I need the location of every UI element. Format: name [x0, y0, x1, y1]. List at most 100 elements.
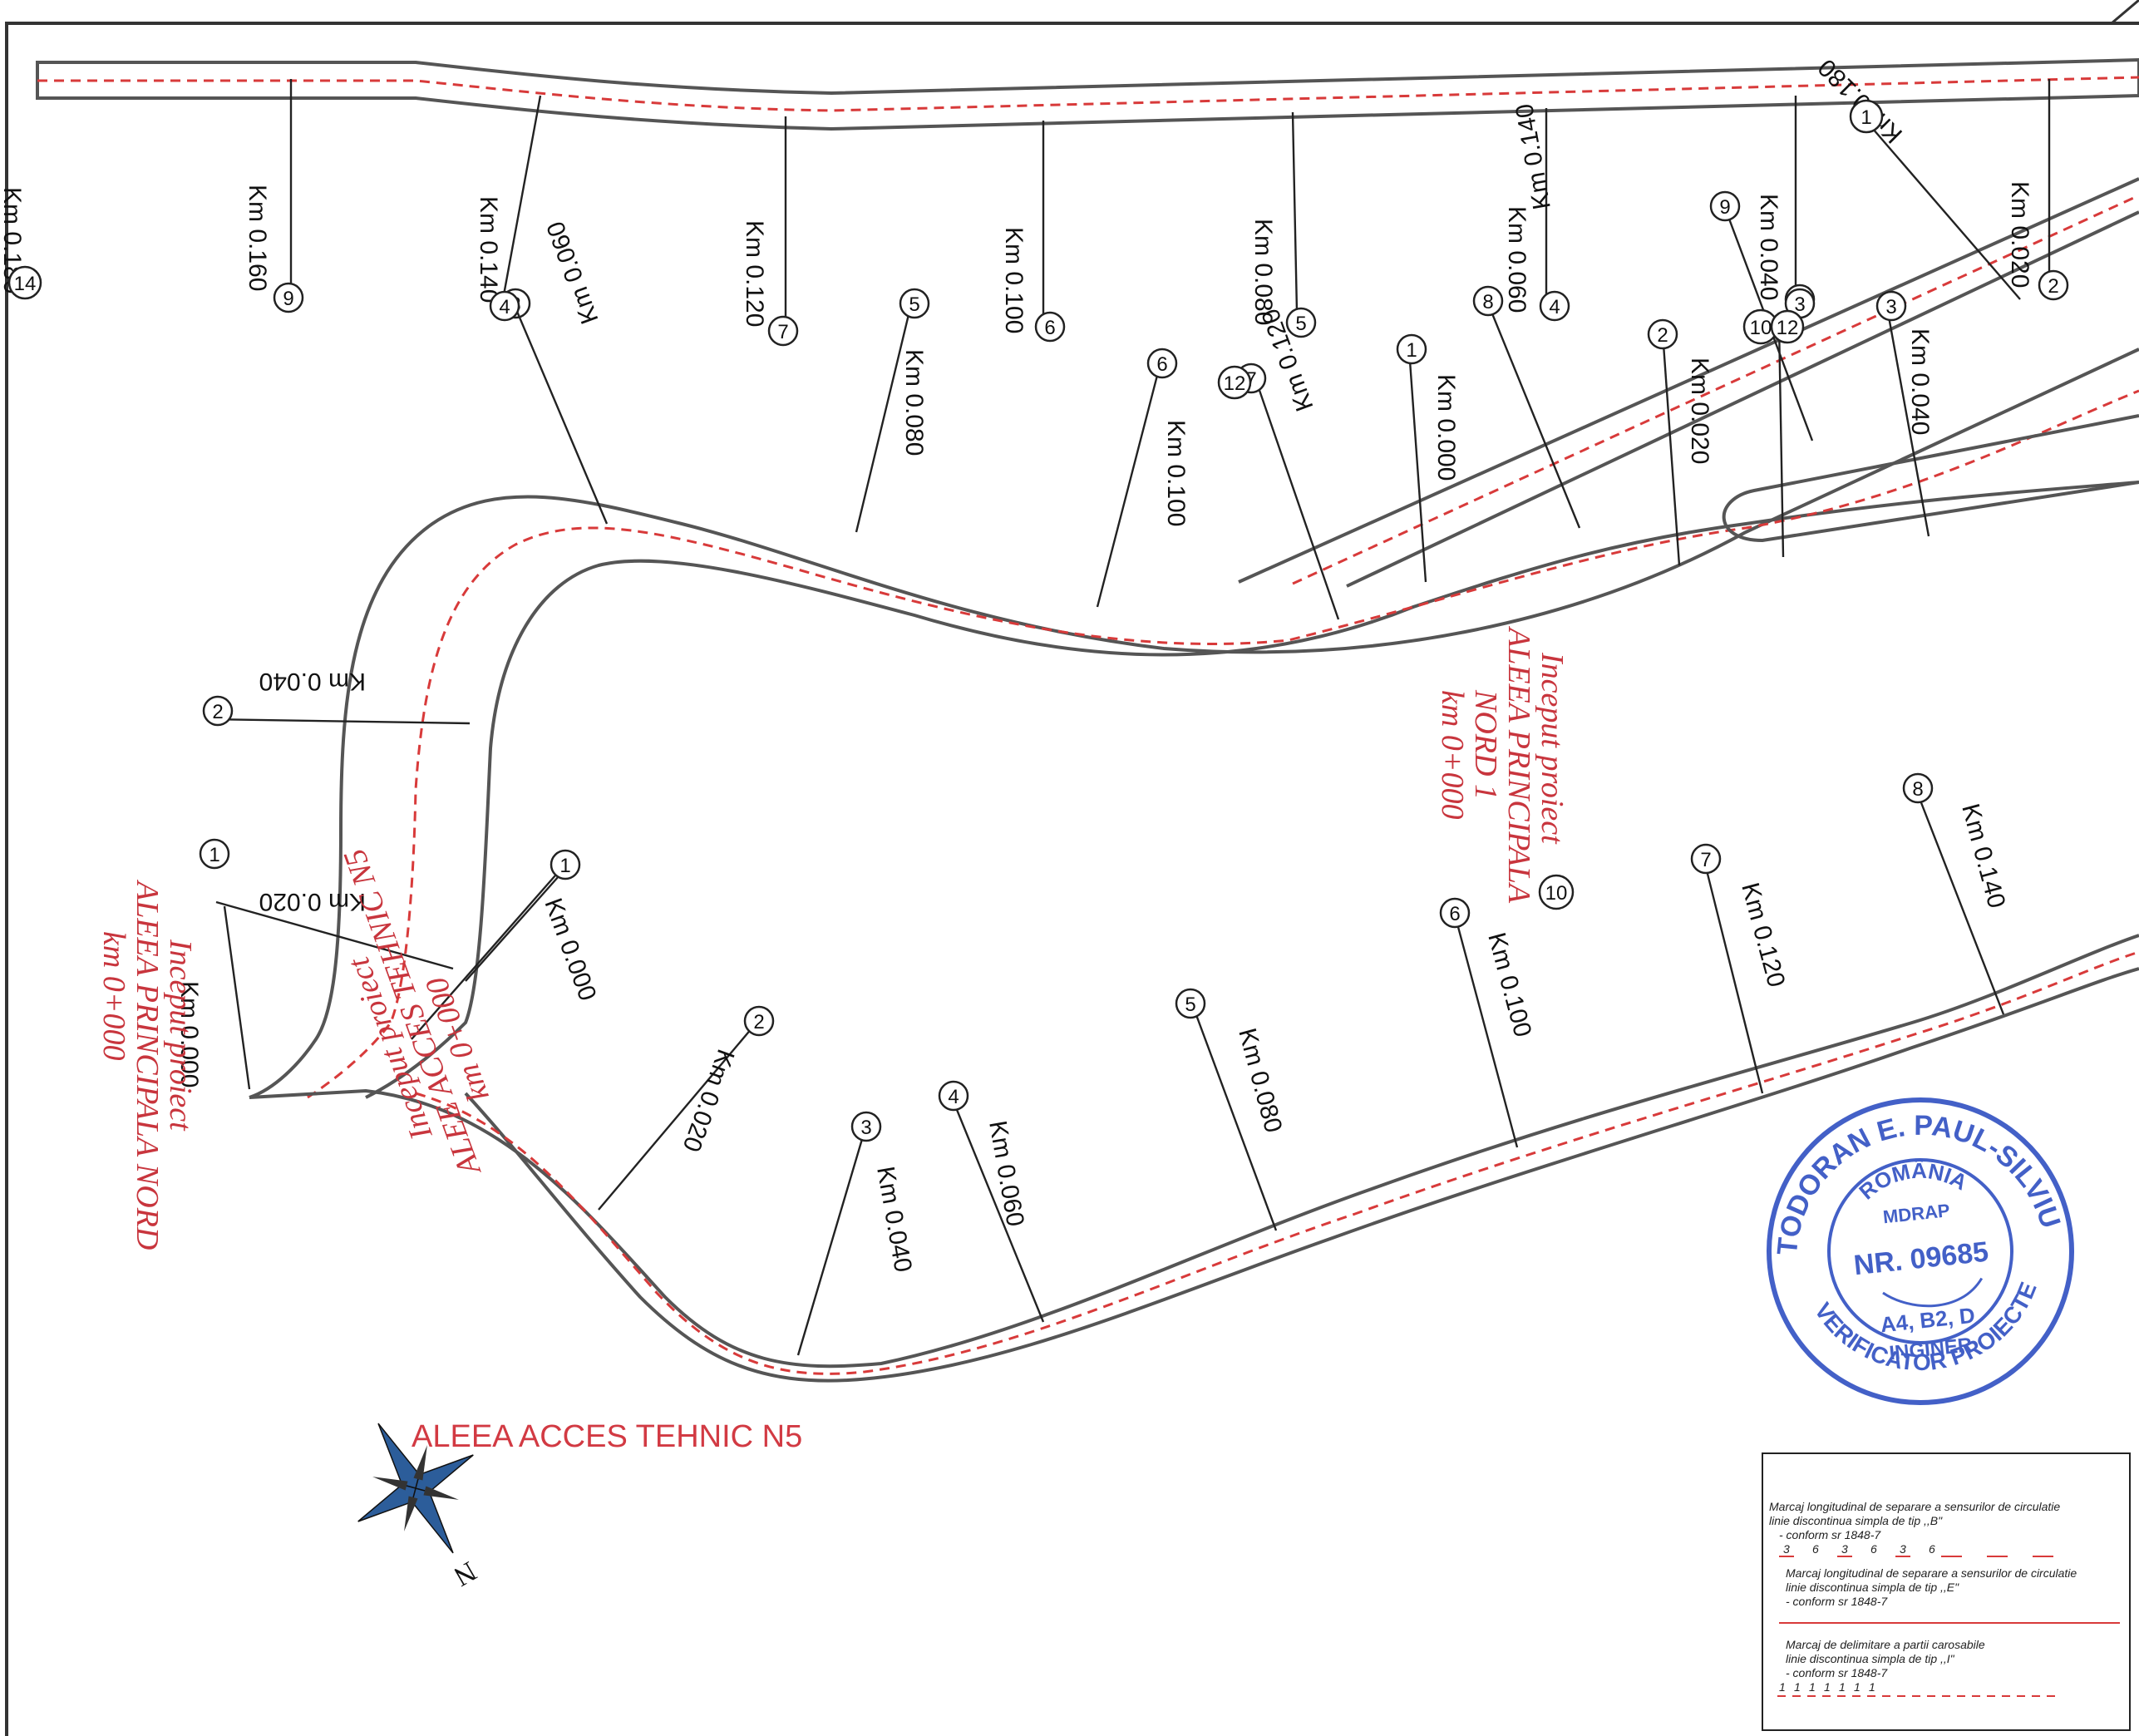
svg-text:4: 4 [948, 1086, 959, 1108]
svg-text:1: 1 [1869, 1680, 1875, 1694]
nord1-stations: Km 0.060 Km 0.080 Km 0.100 Km 0.120 Km 0… [175, 101, 1934, 1090]
svg-text:12: 12 [1224, 372, 1246, 395]
station-number: 6 [1034, 311, 1066, 343]
svg-text:2: 2 [1657, 324, 1668, 347]
km-label: Km 0.140 [1956, 801, 2010, 911]
station-number: 1 [550, 849, 581, 880]
station-number: 4 [938, 1080, 969, 1112]
km-label: Km 0.100 [1482, 930, 1536, 1040]
station-number: 7 [1690, 843, 1722, 875]
svg-text:2: 2 [753, 1011, 764, 1033]
svg-text:km 0+000: km 0+000 [96, 931, 131, 1060]
km-label: Km 0.000 [539, 895, 601, 1004]
km-label: Km 0.020 [1686, 358, 1713, 464]
svg-text:NR. 09685: NR. 09685 [1852, 1236, 1990, 1282]
station-number: 9 [273, 282, 304, 313]
svg-text:3: 3 [1794, 293, 1805, 316]
station-number: 10 [1742, 308, 1779, 345]
km-label: Km 0.040 [1906, 328, 1934, 435]
svg-text:1: 1 [1854, 1680, 1861, 1694]
legend-item-1-ref: - conform sr 1848-7 [1779, 1528, 1881, 1541]
svg-text:1: 1 [209, 844, 219, 866]
station-number: 1 [199, 838, 230, 870]
top-road-stations: Km 0.160 Km 0.140 Km 0.120 Km 0.100 Km 0… [244, 53, 2069, 347]
station-number: 8 [1902, 772, 1934, 804]
station-number: 2 [2038, 269, 2069, 301]
svg-text:1: 1 [1406, 339, 1417, 362]
svg-text:Inceput proiect: Inceput proiect [163, 939, 198, 1132]
svg-text:km 0+000: km 0+000 [1435, 690, 1470, 819]
svg-text:NORD 1: NORD 1 [1468, 689, 1503, 800]
north-letter: N [448, 1555, 481, 1591]
km-label: Km 0.080 [1233, 1025, 1287, 1136]
ramp-hook [1722, 414, 2139, 543]
station-number: 5 [1285, 307, 1317, 338]
svg-text:4: 4 [1549, 296, 1560, 318]
legend-item-1: Marcaj longitudinal de separare a sensur… [1769, 1500, 2060, 1513]
km-label: Km 0.020 [2006, 181, 2033, 288]
svg-text:1: 1 [1779, 1680, 1786, 1694]
station-number: 12 [1217, 365, 1252, 400]
svg-text:2: 2 [2048, 275, 2058, 298]
km-label: Km 0.120 [741, 220, 768, 327]
svg-text:6: 6 [1812, 1542, 1819, 1556]
station-number: 2 [743, 1005, 775, 1037]
km-label: Km 0.120 [1736, 880, 1790, 990]
km-label: Km 0.100 [1162, 420, 1190, 526]
km-label: Km 0.060 [1503, 206, 1530, 313]
legend-item-1-line: linie discontinua simpla de tip ,,B" [1769, 1514, 1943, 1527]
svg-text:3: 3 [1841, 1542, 1848, 1556]
station-number: 14 [7, 265, 42, 300]
km-label: Km 0.060 [983, 1118, 1029, 1228]
station-number: 7 [767, 315, 799, 347]
svg-text:10: 10 [1545, 882, 1568, 905]
svg-text:7: 7 [777, 321, 788, 343]
svg-text:1: 1 [1809, 1680, 1816, 1694]
svg-text:6: 6 [1929, 1542, 1935, 1556]
pattern-i: 1 1 1 1 1 1 1 [1777, 1680, 2062, 1697]
sheet-frame [5, 22, 2139, 1736]
svg-text:ROMÂNIA: ROMÂNIA [1852, 1152, 1974, 1206]
svg-text:3: 3 [1900, 1542, 1906, 1556]
svg-text:MDRAP: MDRAP [1882, 1200, 1951, 1227]
svg-text:5: 5 [909, 293, 919, 316]
tech-road-name: ALEEA ACCES TEHNIC N5 [412, 1419, 802, 1454]
svg-text:7: 7 [1700, 849, 1711, 871]
km-label: Km 0.040 [259, 668, 366, 695]
svg-text:6: 6 [1156, 353, 1167, 376]
station-number: 2 [202, 695, 234, 727]
svg-text:12: 12 [1777, 317, 1799, 339]
km-label: Km 0.040 [1755, 194, 1782, 300]
km-label: Km 0.060 [542, 218, 604, 328]
svg-text:1: 1 [559, 855, 570, 877]
legend-item-2-ref: - conform sr 1848-7 [1786, 1595, 1888, 1608]
station-number: 4 [1539, 290, 1570, 322]
svg-text:8: 8 [1482, 291, 1493, 313]
pattern-b: 3 6 3 6 3 6 [1779, 1542, 2053, 1557]
svg-text:ALEEA PRINCIPALA NORD: ALEEA PRINCIPALA NORD [130, 879, 165, 1250]
km-label: Km 0.020 [259, 888, 366, 915]
station-number: 1 [1396, 333, 1427, 365]
legend-item-2-line: linie discontinua simpla de tip ,,E" [1786, 1581, 1959, 1594]
svg-text:14: 14 [14, 273, 37, 295]
legend-item-2: Marcaj longitudinal de separare a sensur… [1786, 1566, 2077, 1580]
station-number: 1 [1849, 99, 1884, 134]
svg-text:1: 1 [1794, 1680, 1801, 1694]
km-label: Km 0.020 [677, 1046, 739, 1156]
legend-item-3: Marcaj de delimitare a partii carosabile [1786, 1638, 1985, 1651]
engineer-stamp: TODORAN E. PAUL-SILVIU VERIFICATOR PROIE… [1758, 1095, 2074, 1405]
legend-box: Marcaj longitudinal de separare a sensur… [1762, 1452, 2131, 1731]
station-number: 4 [489, 290, 520, 322]
svg-text:10: 10 [1750, 317, 1772, 339]
svg-text:8: 8 [1912, 778, 1923, 801]
diagonal-road [1238, 177, 2139, 588]
station-number: 6 [1439, 897, 1471, 929]
svg-text:ALEEA PRINCIPALA: ALEEA PRINCIPALA [1501, 625, 1536, 904]
svg-text:9: 9 [283, 288, 293, 310]
station-number: 9 [1709, 190, 1741, 222]
km-label: Km 0.140 [475, 196, 502, 303]
svg-text:1: 1 [1861, 106, 1871, 129]
station-number: 5 [899, 288, 930, 319]
svg-text:6: 6 [1870, 1542, 1877, 1556]
